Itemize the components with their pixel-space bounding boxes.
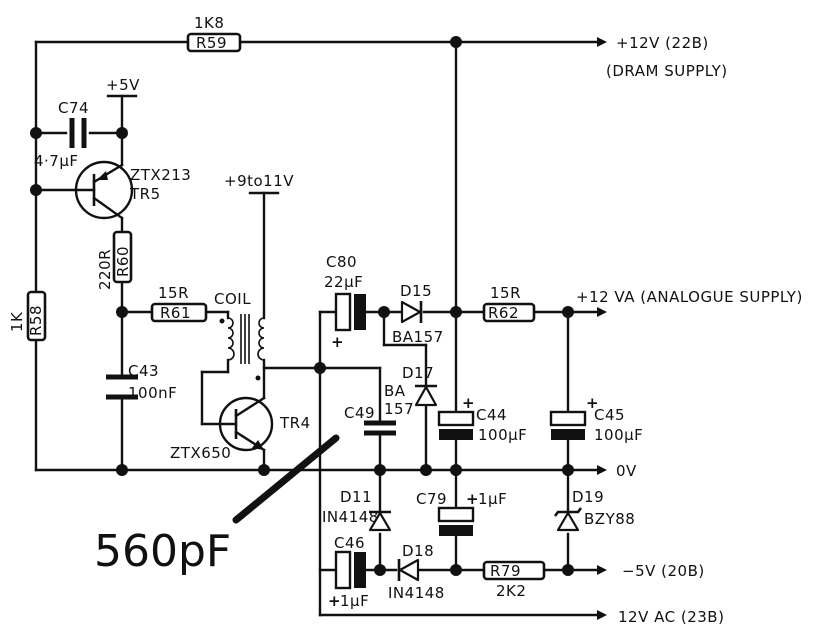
tr5-type-label: ZTX213 [130, 166, 191, 184]
annotation-560pf-label: 560pF [94, 526, 231, 577]
transistor-tr5 [74, 160, 134, 220]
r60-name-label: R60 [114, 246, 132, 277]
c79-name-label: C79 [416, 490, 447, 508]
d11-type-label: IN4148 [322, 508, 379, 526]
r60-value-label: 220R [96, 249, 114, 290]
r59-value-label: 1K8 [194, 14, 224, 32]
c79-value-label: 1µF [478, 490, 507, 508]
tr5-name-label: TR5 [129, 185, 161, 203]
c45-name-label: C45 [594, 406, 625, 424]
d18-name-label: D18 [402, 542, 434, 560]
transistor-tr4 [218, 396, 274, 452]
d11-name-label: D11 [340, 488, 372, 506]
r61-name-label: R61 [160, 304, 191, 322]
diode-d15 [400, 300, 423, 324]
coil-transformer [219, 314, 265, 381]
tr4-name-label: TR4 [279, 414, 311, 432]
c80-name-label: C80 [326, 253, 357, 271]
c43-value-label: 100nF [128, 384, 177, 402]
d15-name-label: D15 [400, 282, 432, 300]
d19-name-label: D19 [572, 488, 604, 506]
capacitor-c74 [69, 118, 87, 148]
diode-d11 [368, 510, 392, 532]
r61-value-label: 15R [158, 284, 189, 302]
d17-type-a-label: BA [384, 382, 406, 400]
c79-plus-label: + [466, 490, 479, 508]
output-arrows [597, 37, 607, 620]
resistor-r60 [112, 230, 133, 284]
supply-terminals [106, 94, 280, 195]
d18-type-label: IN4148 [388, 584, 445, 602]
d19-type-label: BZY88 [584, 510, 635, 528]
d15-type-label: BA157 [392, 328, 444, 346]
r79-value-label: 2K2 [496, 582, 526, 600]
c74-value-label: 4·7µF [34, 152, 79, 170]
r58-name-label: R58 [27, 305, 45, 336]
capacitor-c45 [549, 410, 587, 440]
c49-name-label: C49 [344, 404, 375, 422]
analogue-supply-label: +12 VA (ANALOGUE SUPPLY) [576, 288, 803, 306]
c45-plus-label: + [586, 394, 599, 412]
capacitor-c80 [334, 292, 366, 332]
labels: 1K8 R59 +12V (22B) (DRAM SUPPLY) +5V C74… [8, 14, 803, 626]
c80-value-label: 22µF [324, 273, 363, 291]
capacitor-c43 [106, 374, 138, 400]
c44-name-label: C44 [476, 406, 507, 424]
r62-value-label: 15R [490, 284, 521, 302]
r62-name-label: R62 [488, 304, 519, 322]
resistor-r58 [26, 290, 47, 342]
c46-value-label: 1µF [340, 592, 369, 610]
capacitor-c46 [334, 550, 366, 590]
c80-plus-label: + [331, 333, 344, 351]
c74-name-label: C74 [58, 99, 89, 117]
r59-name-label: R59 [196, 34, 227, 52]
tr4-type-label: ZTX650 [170, 444, 231, 462]
r79-name-label: R79 [490, 562, 521, 580]
plus9to11v-label: +9to11V [224, 172, 294, 190]
diode-d17 [414, 384, 438, 407]
resistor-r79 [482, 560, 546, 581]
zener-d19 [553, 507, 583, 532]
d17-name-label: D17 [402, 364, 434, 382]
resistor-r61 [150, 302, 208, 323]
c44-plus-label: + [462, 394, 475, 412]
capacitor-c44 [437, 410, 475, 440]
c46-name-label: C46 [334, 534, 365, 552]
minus5v-label: −5V (20B) [622, 562, 705, 580]
capacitor-c49 [364, 420, 396, 436]
resistor-r59 [186, 32, 242, 53]
diode-d18 [397, 558, 420, 582]
c44-value-label: 100µF [478, 426, 527, 444]
c45-value-label: 100µF [594, 426, 643, 444]
d17-type-b-label: 157 [384, 400, 414, 418]
coil-label: COIL [214, 290, 251, 308]
plus5v-label: +5V [106, 76, 140, 94]
c46-plus-label: + [328, 592, 341, 610]
resistor-r62 [482, 302, 536, 323]
supply-12v-label: +12V (22B) [616, 34, 709, 52]
ac-12v-label: 12V AC (23B) [618, 608, 724, 626]
junction-dots [30, 36, 574, 576]
r58-value-label: 1K [8, 311, 26, 332]
zero-v-label: 0V [616, 462, 637, 480]
capacitor-c79 [437, 506, 475, 536]
dram-supply-label: (DRAM SUPPLY) [606, 62, 728, 80]
c43-name-label: C43 [128, 362, 159, 380]
annotation-slash [232, 434, 340, 524]
